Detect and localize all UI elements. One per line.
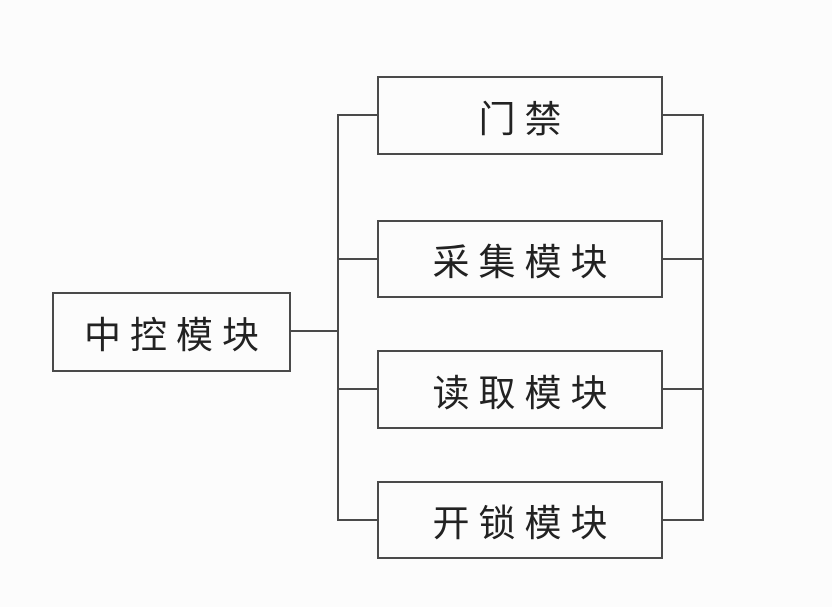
connector-central-to-trunk [291, 330, 339, 332]
node-collection-module-label: 采集模块 [432, 243, 617, 284]
connector-right-stub-reading-module [663, 388, 702, 390]
connector-left-bus [337, 114, 339, 521]
connector-right-stub-door-access [663, 114, 702, 116]
connector-left-stub-reading-module [339, 388, 377, 390]
connector-left-stub-collection-module [339, 258, 377, 260]
node-reading-module-label: 读取模块 [432, 373, 617, 415]
node-unlock-module: 开锁模块 [377, 481, 663, 559]
node-unlock-module-label: 开锁模块 [432, 504, 617, 545]
node-central-control-module-label: 中控模块 [84, 316, 268, 357]
connector-right-bus [702, 114, 704, 521]
connector-right-stub-collection-module [663, 258, 702, 260]
node-central-control-module: 中控模块 [52, 292, 291, 372]
node-reading-module: 读取模块 [377, 350, 663, 429]
node-door-access: 门禁 [377, 76, 663, 155]
connector-left-stub-unlock-module [339, 519, 377, 521]
node-door-access-label: 门禁 [478, 99, 571, 141]
node-collection-module: 采集模块 [377, 220, 663, 298]
connector-left-stub-door-access [339, 114, 377, 116]
connector-right-stub-unlock-module [663, 519, 702, 521]
